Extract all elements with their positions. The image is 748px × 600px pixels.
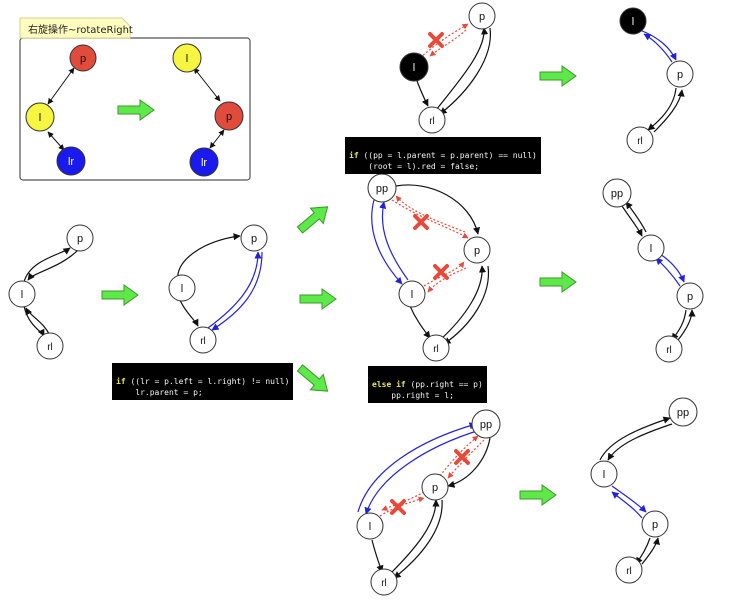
legend-node-lr-left: lr — [56, 146, 86, 176]
node-l: l — [637, 234, 665, 262]
case-root: p l rl — [399, 2, 496, 134]
node-rl: rl — [422, 334, 450, 362]
node-rl: rl — [370, 568, 398, 596]
branch-arrow-up — [293, 198, 335, 239]
svg-text:l: l — [632, 16, 634, 28]
node-pp: pp — [668, 397, 698, 427]
svg-text:pp: pp — [480, 419, 492, 431]
node-rl: rl — [36, 332, 64, 360]
svg-text:rl: rl — [666, 345, 672, 356]
node-l-black: l — [399, 52, 429, 82]
node-pp: pp — [602, 178, 632, 208]
node-rl: rl — [626, 126, 654, 154]
branch-arrow-down — [293, 359, 335, 400]
svg-text:p: p — [479, 11, 485, 23]
legend-panel: 右旋操作~rotateRight p l lr l p l — [19, 17, 251, 181]
legend-node-p-right: p — [214, 101, 244, 131]
node-rl: rl — [418, 106, 446, 134]
svg-text:pp: pp — [376, 183, 388, 195]
svg-text:p: p — [677, 69, 683, 81]
node-rl: rl — [615, 556, 643, 584]
svg-text:l: l — [186, 53, 188, 65]
node-pp: pp — [367, 173, 397, 203]
svg-text:l: l — [181, 283, 183, 295]
svg-text:p: p — [474, 245, 480, 257]
code-block-root: if ((pp = l.parent = p.parent) == null) … — [345, 137, 541, 174]
node-l: l — [398, 280, 426, 308]
svg-text:p: p — [226, 111, 232, 123]
svg-text:rl: rl — [637, 136, 643, 147]
legend-node-p-left: p — [69, 44, 97, 72]
node-rl: rl — [655, 335, 683, 363]
svg-text:rl: rl — [429, 116, 435, 127]
stage-lr-parent: p l rl — [168, 224, 268, 354]
svg-text:pp: pp — [677, 407, 689, 419]
svg-text:p: p — [77, 233, 83, 245]
svg-text:l: l — [39, 112, 41, 124]
svg-text:l: l — [411, 289, 413, 301]
case-pp-left: pp p l rl — [356, 409, 501, 596]
svg-text:lr: lr — [201, 157, 207, 169]
branch-arrow-middle — [299, 288, 337, 310]
transform-arrow-pp-right — [539, 271, 577, 293]
svg-text:p: p — [251, 233, 257, 245]
legend-node-lr-right: lr — [189, 147, 219, 177]
node-p: p — [66, 224, 94, 252]
legend-title: 右旋操作~rotateRight — [28, 23, 133, 36]
svg-text:p: p — [80, 53, 86, 65]
node-p: p — [463, 236, 491, 264]
case-pp-right: pp p l rl — [367, 173, 491, 362]
svg-text:rl: rl — [47, 342, 53, 353]
node-p: p — [676, 282, 704, 310]
result-root: l p rl — [619, 7, 694, 154]
svg-text:l: l — [369, 521, 371, 533]
svg-text:p: p — [652, 519, 658, 531]
legend-node-l-left: l — [25, 102, 55, 132]
svg-text:l: l — [650, 243, 652, 255]
stage-initial: p l rl — [8, 224, 94, 360]
svg-text:rl: rl — [200, 336, 206, 347]
node-pp: pp — [471, 409, 501, 439]
result-pp-right: pp l p rl — [602, 178, 704, 363]
svg-text:pp: pp — [611, 188, 623, 200]
transform-arrow-root — [539, 65, 577, 87]
node-l: l — [168, 274, 196, 302]
node-rl: rl — [189, 326, 217, 354]
legend-node-l-right: l — [172, 43, 202, 73]
transform-arrow-1 — [101, 284, 139, 306]
node-p: p — [468, 2, 496, 30]
node-p: p — [641, 510, 669, 538]
node-p: p — [421, 473, 449, 501]
node-p: p — [240, 224, 268, 252]
node-p: p — [666, 60, 694, 88]
node-l-black: l — [619, 7, 647, 35]
transform-arrow-pp-left — [519, 484, 557, 506]
code-block-pp-right: else if (pp.right == p) pp.right = l; — [368, 366, 487, 403]
svg-text:rl: rl — [626, 566, 632, 577]
svg-text:rl: rl — [433, 344, 439, 355]
node-l: l — [8, 280, 36, 308]
svg-text:l: l — [21, 289, 23, 301]
svg-text:l: l — [603, 469, 605, 481]
svg-text:l: l — [413, 62, 415, 74]
node-l: l — [590, 460, 618, 488]
svg-text:rl: rl — [381, 578, 387, 589]
svg-text:p: p — [432, 482, 438, 494]
node-l: l — [356, 512, 384, 540]
code-block-lr-parent: if ((lr = p.left = l.right) != null) lr.… — [112, 363, 294, 400]
result-pp-left: pp l p rl — [590, 397, 698, 584]
svg-text:p: p — [687, 291, 693, 303]
svg-text:lr: lr — [68, 156, 74, 168]
